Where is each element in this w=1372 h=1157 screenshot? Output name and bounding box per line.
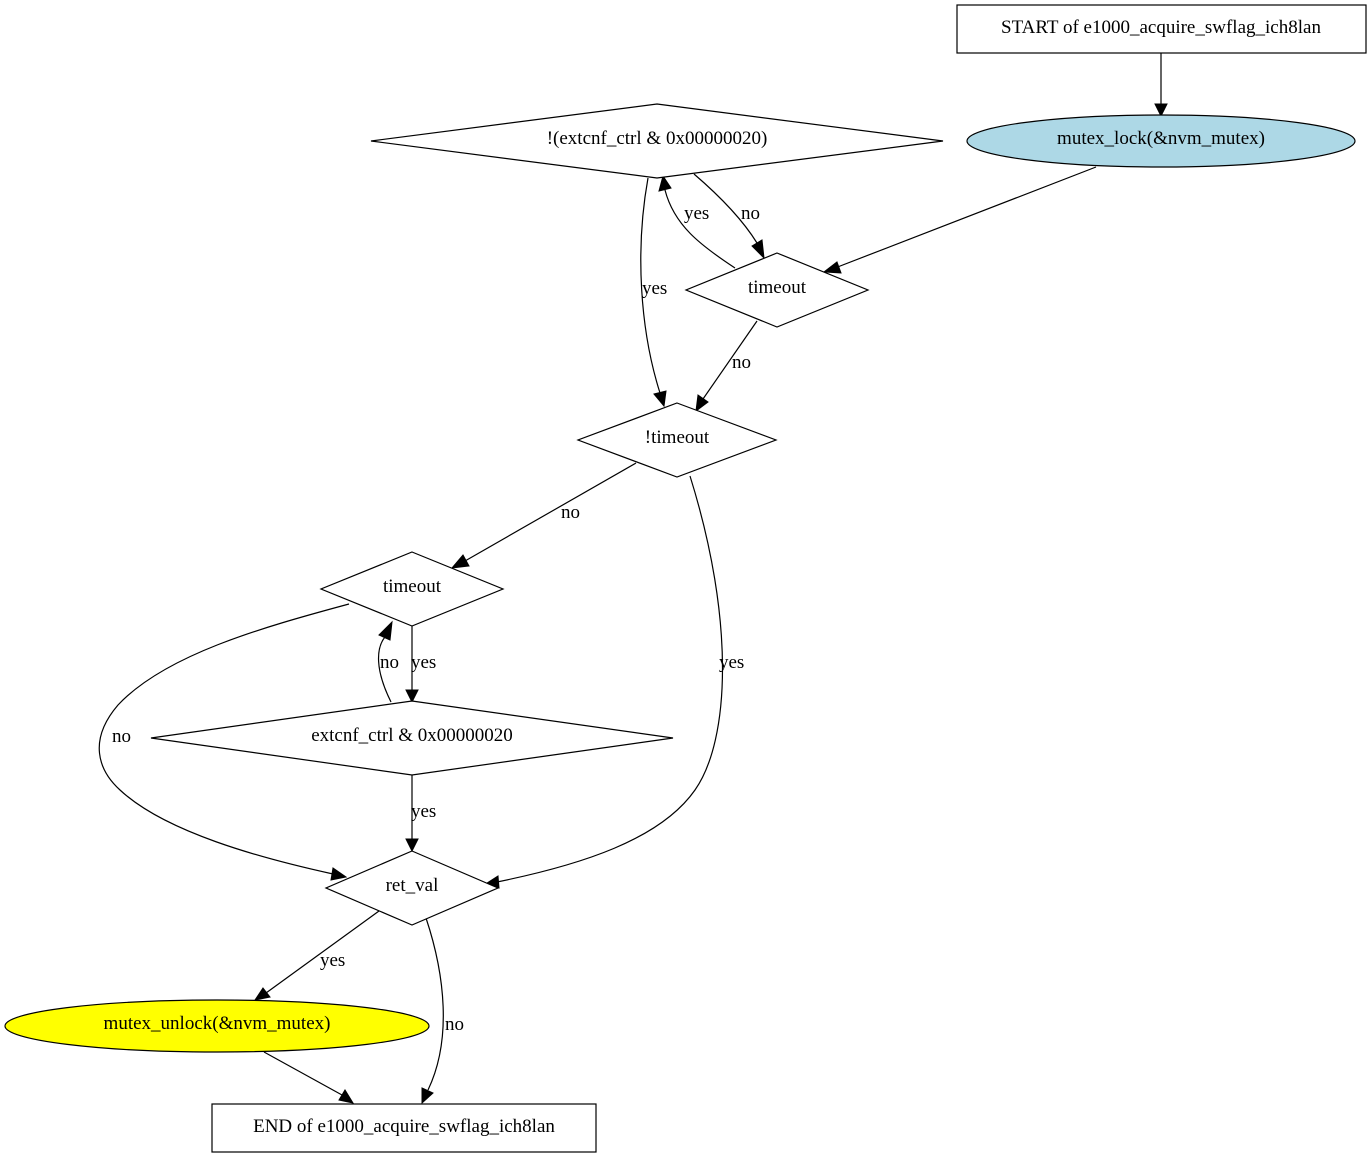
- edge-label-no: no: [380, 652, 399, 673]
- ret-val-label: ret_val: [386, 875, 439, 896]
- edge-unlock-to-end: [263, 1051, 343, 1096]
- edge-labels: no yes yes no no yes yes no no yes yes n…: [112, 203, 760, 1035]
- end-label: END of e1000_acquire_swflag_ich8lan: [253, 1116, 555, 1137]
- not-extcnf-diamond: [370, 103, 944, 179]
- edge-not-extcnf-to-timeout: [693, 173, 758, 244]
- edge-label-no: no: [741, 203, 760, 224]
- edge-timeout-to-ret-val: [98, 603, 350, 875]
- not-timeout-label: !timeout: [645, 427, 710, 448]
- timeout-diamond-1: [684, 252, 870, 328]
- extcnf-diamond: [150, 700, 674, 776]
- edges: [98, 53, 1168, 1105]
- edge-label-no: no: [561, 502, 580, 523]
- edge-label-yes: yes: [642, 278, 667, 299]
- not-extcnf-label: !(extcnf_ctrl & 0x00000020): [547, 128, 768, 149]
- arrowhead: [330, 867, 348, 881]
- edge-not-timeout-to-ret-val: [496, 475, 724, 883]
- arrowhead: [1154, 103, 1168, 118]
- edge-label-yes: yes: [719, 652, 744, 673]
- arrowhead: [751, 239, 765, 260]
- edge-extcnf-to-timeout: [377, 636, 392, 703]
- arrowhead: [653, 390, 667, 408]
- edge-label-yes: yes: [320, 950, 345, 971]
- arrowhead: [658, 174, 672, 192]
- timeout-label-1: timeout: [748, 277, 807, 298]
- end-node: END of e1000_acquire_swflag_ich8lan: [211, 1103, 597, 1153]
- nodes: START of e1000_acquire_swflag_ich8lan mu…: [4, 4, 1367, 1153]
- not-timeout-decision: !timeout: [576, 402, 778, 478]
- timeout-decision-2: timeout: [319, 551, 505, 627]
- mutex-unlock-label: mutex_unlock(&nvm_mutex): [104, 1013, 331, 1034]
- edge-label-yes: yes: [411, 652, 436, 673]
- arrowhead: [405, 838, 419, 853]
- mutex-lock-ellipse: [966, 114, 1356, 168]
- arrowhead: [253, 987, 271, 1001]
- edge-ret-val-to-end: [425, 917, 444, 1091]
- extcnf-label: extcnf_ctrl & 0x00000020: [311, 725, 513, 746]
- edge-label-yes: yes: [411, 801, 436, 822]
- not-extcnf-decision: !(extcnf_ctrl & 0x00000020): [370, 103, 944, 179]
- arrowhead: [450, 554, 470, 569]
- start-box: [956, 4, 1367, 54]
- timeout-label-2: timeout: [383, 576, 442, 597]
- arrowhead: [405, 689, 419, 704]
- edge-label-no: no: [445, 1014, 464, 1035]
- end-box: [211, 1103, 597, 1153]
- not-timeout-diamond: [576, 402, 778, 478]
- arrowhead: [338, 1089, 355, 1104]
- edge-label-no: no: [732, 352, 751, 373]
- timeout-decision-1: timeout: [684, 252, 870, 328]
- ret-val-decision: ret_val: [324, 850, 500, 926]
- edge-ret-val-to-unlock: [265, 910, 380, 994]
- extcnf-decision: extcnf_ctrl & 0x00000020: [150, 700, 674, 776]
- edge-timeout-to-not-timeout: [702, 320, 758, 400]
- edge-label-no: no: [112, 726, 131, 747]
- start-label: START of e1000_acquire_swflag_ich8lan: [1001, 17, 1321, 38]
- arrowhead: [822, 261, 842, 274]
- arrowhead: [695, 394, 709, 413]
- mutex-unlock-ellipse: [4, 999, 430, 1053]
- edge-not-timeout-to-timeout: [464, 462, 637, 562]
- edge-mutex-lock-to-timeout: [834, 166, 1097, 269]
- timeout-diamond-2: [319, 551, 505, 627]
- edge-label-yes: yes: [684, 203, 709, 224]
- arrowhead: [378, 620, 393, 641]
- mutex-lock-label: mutex_lock(&nvm_mutex): [1057, 128, 1265, 149]
- arrowhead: [421, 1087, 434, 1105]
- edge-not-extcnf-to-not-timeout: [640, 177, 661, 394]
- mutex-unlock-node: mutex_unlock(&nvm_mutex): [4, 999, 430, 1053]
- mutex-lock-node: mutex_lock(&nvm_mutex): [966, 114, 1356, 168]
- ret-val-diamond: [324, 850, 500, 926]
- start-node: START of e1000_acquire_swflag_ich8lan: [956, 4, 1367, 54]
- edge-timeout-to-not-extcnf: [664, 189, 736, 269]
